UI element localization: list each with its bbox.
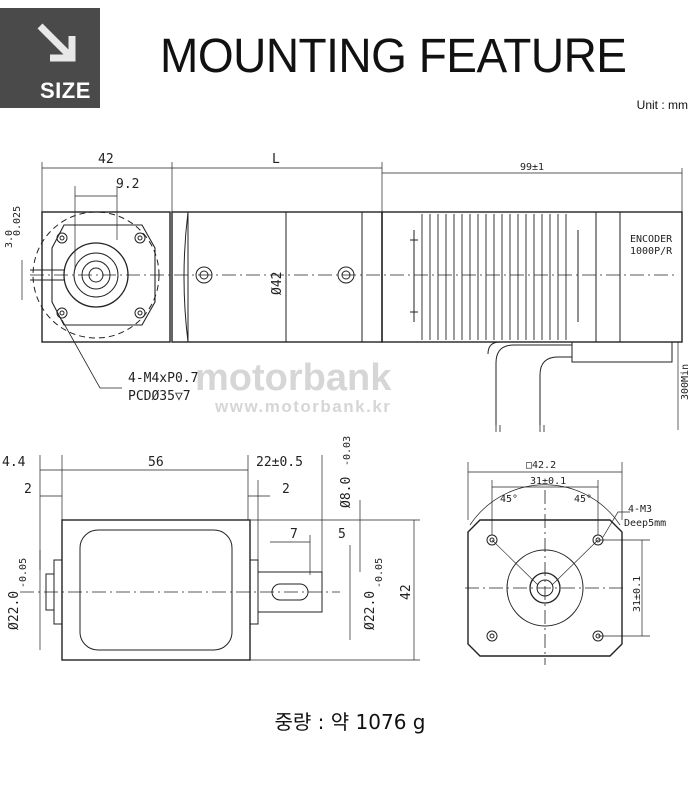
dia-22-left: Ø22.0 — [7, 591, 22, 630]
watermark-brand: motorbank — [195, 357, 392, 399]
encoder-label: ENCODER — [630, 234, 673, 245]
dia-8: Ø8.0 — [339, 477, 354, 508]
unit-label: Unit : mm — [636, 98, 688, 112]
gearbox-housing — [41, 211, 171, 343]
size-badge: SIZE — [0, 8, 100, 108]
top-view — [21, 162, 683, 432]
dim-5: 5 — [338, 527, 346, 542]
dim-l: L — [272, 152, 280, 167]
side-view-dimensions: 4.4 56 22±0.5 2 2 7 5 Ø8.0 -0.03 Ø22.0 -… — [2, 436, 414, 630]
dim-31-top: 31±0.1 — [530, 476, 566, 487]
angle-right: 45° — [574, 494, 592, 505]
dim-99: 99±1 — [520, 162, 544, 173]
angle-left: 45° — [500, 494, 518, 505]
dim-2-left: 2 — [24, 482, 32, 497]
dim-42: 42 — [98, 152, 114, 167]
dia-22-right: Ø22.0 — [363, 591, 378, 630]
weight-label: 중량 : 약 1076 g — [274, 710, 426, 734]
dim-9-2: 9.2 — [116, 177, 139, 192]
front-view — [465, 462, 650, 665]
dim-56: 56 — [148, 455, 164, 470]
cable-length: 300Min — [680, 364, 691, 400]
dim-7: 7 — [290, 527, 298, 542]
dim-31-right: 31±0.1 — [632, 576, 643, 612]
dim-4-4: 4.4 — [2, 455, 26, 470]
motor-flange — [467, 519, 623, 657]
pcd-callout: PCDØ35▽7 — [128, 389, 191, 404]
arrow-down-right-icon — [37, 23, 76, 62]
dia-8-tolerance: -0.03 — [342, 436, 353, 466]
dia-22-right-tolerance: -0.05 — [374, 558, 385, 588]
dia-22-left-tolerance: -0.05 — [18, 558, 29, 588]
dim-3-tolerance: 0.025 — [12, 206, 23, 236]
side-view — [20, 455, 420, 661]
page-title: MOUNTING FEATURE — [160, 27, 627, 83]
dim-42-height: 42 — [399, 584, 414, 600]
dim-2-right: 2 — [282, 482, 290, 497]
front-view-dimensions: □42.2 31±0.1 45° 45° 4-M3 Deep5mm 31±0.1 — [500, 460, 666, 612]
dim-22: 22±0.5 — [256, 455, 303, 470]
dim-square-42-2: □42.2 — [526, 460, 556, 471]
thread-depth: Deep5mm — [624, 518, 666, 529]
watermark: motorbank www.motorbank.kr — [195, 357, 392, 416]
watermark-url: www.motorbank.kr — [214, 397, 391, 416]
thread-callout: 4-M4xP0.7 — [128, 371, 198, 386]
gearbox-side-body — [61, 519, 251, 661]
pcd-circle — [32, 211, 160, 339]
thread-m3: 4-M3 — [628, 504, 652, 515]
dia-42: Ø42 — [270, 272, 285, 295]
dim-3: 3.0 — [4, 230, 15, 248]
encoder-resolution: 1000P/R — [630, 246, 673, 257]
encoder-housing — [381, 211, 683, 343]
top-view-dimensions: 42 L 99±1 9.2 3.0 0.025 Ø42 ENCODER 1000… — [4, 152, 691, 404]
size-badge-label: SIZE — [40, 78, 91, 103]
